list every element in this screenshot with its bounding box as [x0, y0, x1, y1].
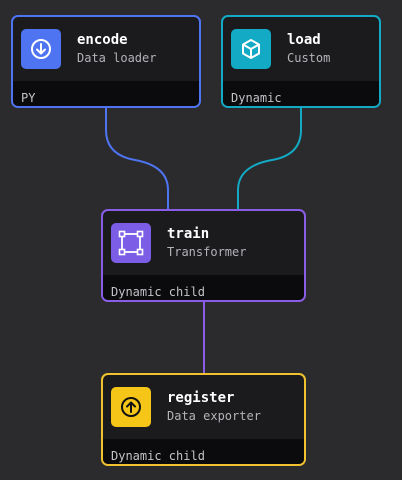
block-footer: Dynamic child	[103, 275, 304, 300]
download-icon	[21, 29, 61, 69]
upload-icon	[111, 387, 151, 427]
transform-frame-icon	[111, 223, 151, 263]
block-name: load	[287, 32, 321, 48]
block-register[interactable]: register Data exporter Dynamic child	[101, 373, 306, 466]
block-footer: PY	[13, 81, 199, 106]
block-type: Transformer	[167, 245, 247, 259]
block-encode[interactable]: encode Data loader PY	[11, 15, 201, 108]
cube-icon	[231, 29, 271, 69]
block-footer: Dynamic	[223, 81, 379, 106]
block-train[interactable]: train Transformer Dynamic child	[101, 209, 306, 302]
block-type: Data loader	[77, 51, 157, 65]
edge-encode-to-train	[105, 108, 169, 209]
block-header: train Transformer	[103, 211, 304, 275]
block-name: register	[167, 390, 235, 406]
block-type: Custom	[287, 51, 331, 65]
block-header: register Data exporter	[103, 375, 304, 439]
block-load[interactable]: load Custom Dynamic	[221, 15, 381, 108]
edge-load-to-train	[237, 108, 302, 209]
block-name: train	[167, 226, 210, 242]
block-header: encode Data loader	[13, 17, 199, 81]
block-name: encode	[77, 32, 128, 48]
block-header: load Custom	[223, 17, 379, 81]
block-type: Data exporter	[167, 409, 261, 423]
block-footer: Dynamic child	[103, 439, 304, 464]
